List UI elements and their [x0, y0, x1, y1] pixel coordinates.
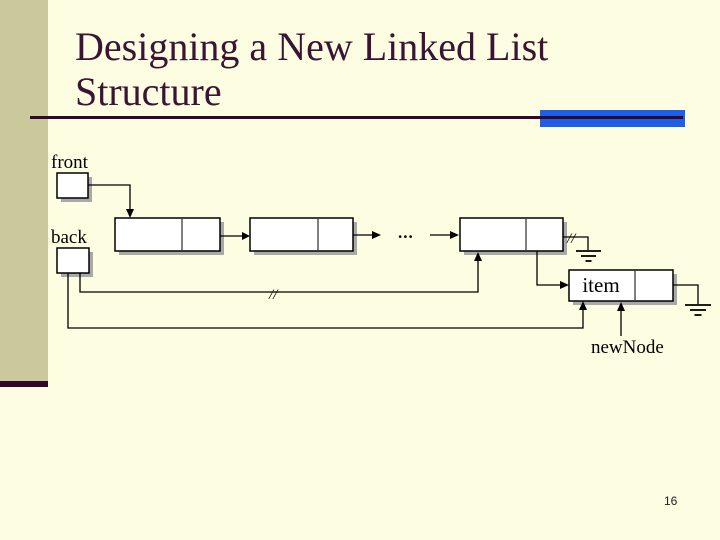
slide-title: Designing a New Linked List Structure	[75, 24, 675, 114]
node1-to-node2-arrowhead-icon	[242, 232, 250, 240]
slide-title-line2: Structure	[75, 69, 222, 114]
node3-next-to-newnode-wire	[536, 251, 560, 286]
newnode-item-label: item	[582, 273, 619, 297]
front-to-node1-wire	[88, 184, 131, 209]
sidebar-bottom-accent-bar	[0, 381, 48, 387]
back-new-link-wire	[67, 273, 584, 329]
back-old-link-wire	[79, 261, 479, 293]
node3-null-ground-icon	[576, 250, 601, 262]
list-node-3-box	[459, 217, 564, 252]
slide-page-number: 16	[664, 494, 678, 508]
slide-left-sidebar	[0, 0, 48, 381]
list-node-2-box	[249, 217, 354, 252]
slide-title-line1: Designing a New Linked List	[75, 24, 549, 69]
list-node-1-box	[114, 217, 221, 252]
list-ellipsis: ...	[398, 223, 414, 242]
newnode-pointer-label: newNode	[591, 337, 664, 358]
back-old-link-arrowhead-icon	[474, 252, 482, 261]
node3-old-null-wire	[563, 236, 589, 250]
back-new-link-arrowhead-icon	[579, 301, 587, 310]
back-pointer-box	[56, 247, 90, 274]
newnode-null-wire	[673, 284, 699, 304]
node2-to-ellipsis-arrowhead-icon	[372, 231, 381, 239]
back-old-link-break-icon: //	[268, 287, 279, 303]
newnode-pointer-arrowhead-icon	[617, 302, 625, 311]
node3-next-arrowhead-icon	[560, 281, 569, 289]
node3-old-null-break-icon: //	[566, 231, 577, 247]
ellipsis-to-node3-arrowhead-icon	[450, 231, 459, 239]
front-to-node1-arrowhead-icon	[126, 209, 134, 218]
title-underline-rule	[30, 116, 683, 119]
back-pointer-label: back	[51, 227, 87, 248]
front-pointer-box	[56, 172, 89, 199]
newnode-box	[568, 269, 674, 302]
front-pointer-label: front	[51, 152, 89, 173]
newnode-null-ground-icon	[685, 304, 711, 316]
